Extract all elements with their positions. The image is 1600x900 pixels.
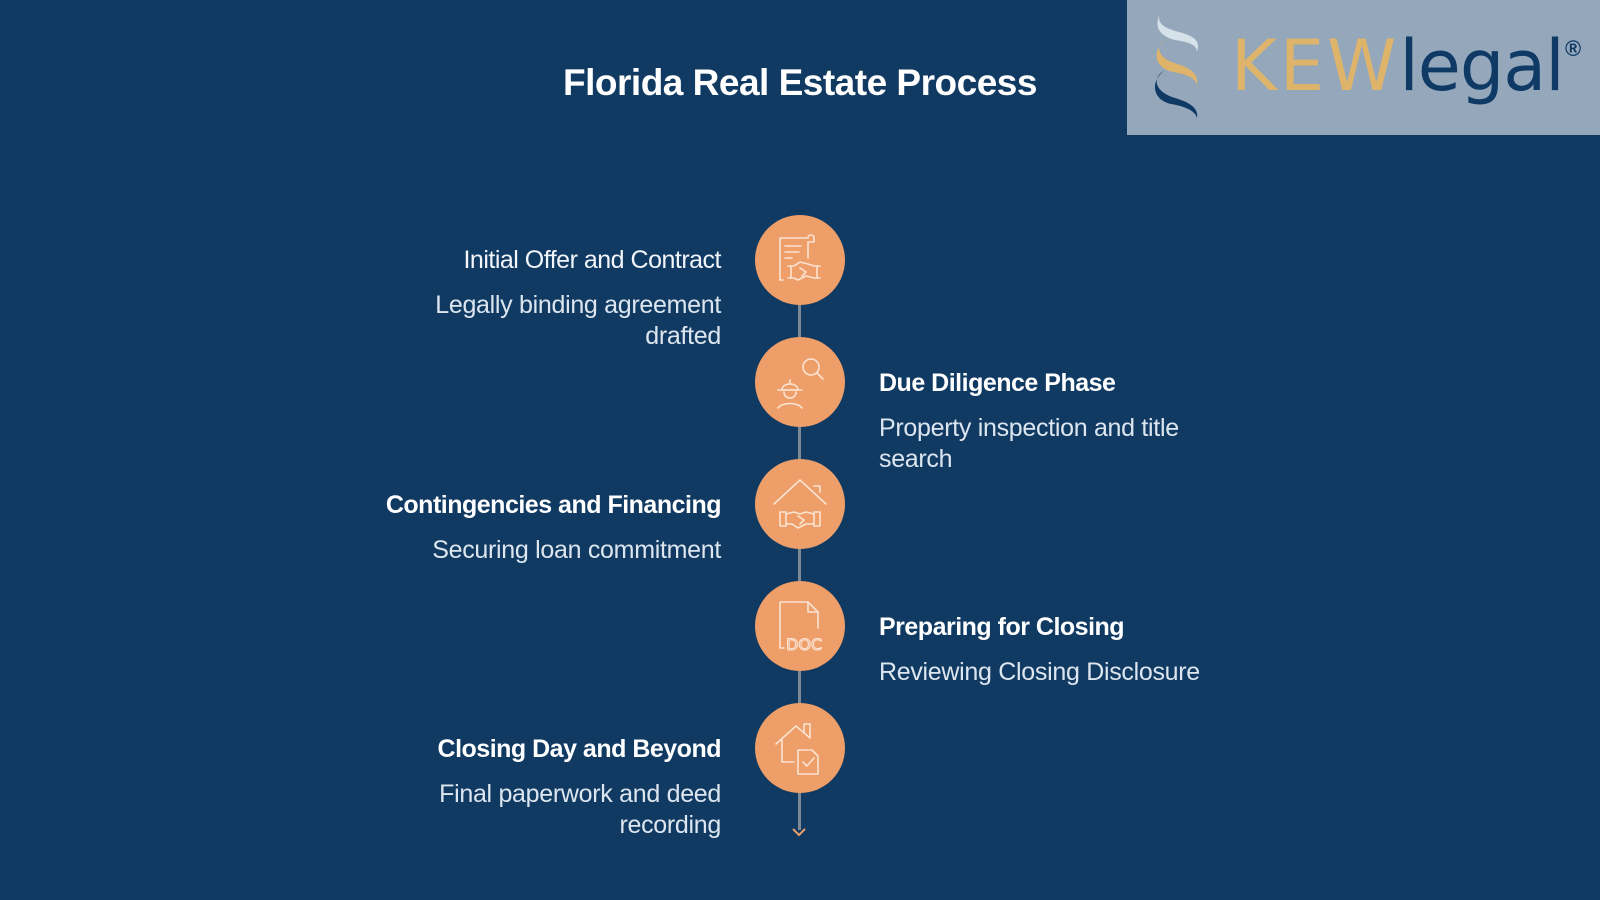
step-1-node <box>755 215 845 305</box>
page-title: Florida Real Estate Process <box>563 62 1037 103</box>
logo-wordmark: KEWlegal <box>1231 25 1565 107</box>
wave-emblem-icon <box>1154 12 1199 118</box>
step-title: Initial Offer and Contract <box>463 246 721 274</box>
house-handshake-icon <box>773 479 827 529</box>
step-1: Initial Offer and Contract Legally bindi… <box>361 245 721 352</box>
step-4: Preparing for Closing Reviewing Closing … <box>879 612 1239 688</box>
step-3: Contingencies and Financing Securing loa… <box>361 490 722 566</box>
timeline-connector <box>798 300 801 830</box>
registered-mark: ® <box>1565 36 1582 61</box>
doc-file-icon: DOC <box>779 601 823 655</box>
step-title: Preparing for Closing <box>879 613 1125 641</box>
step-title: Due Diligence Phase <box>879 369 1116 397</box>
step-2: Due Diligence Phase Property inspection … <box>879 368 1239 475</box>
step-3-node <box>755 459 845 549</box>
house-document-check-icon <box>775 723 819 775</box>
step-description: Securing loan commitment <box>432 536 721 564</box>
step-description: Reviewing Closing Disclosure <box>879 658 1200 686</box>
contract-handshake-icon <box>779 234 821 281</box>
step-title: Contingencies and Financing <box>385 491 722 519</box>
svg-text:DOC: DOC <box>786 635 822 654</box>
kew-legal-logo: KEWlegal ® <box>1127 0 1600 135</box>
step-title: Closing Day and Beyond <box>437 735 722 763</box>
step-description: Final paperwork and deed recording <box>439 780 721 839</box>
arrow-down-icon <box>792 828 806 837</box>
step-5-node <box>755 703 845 793</box>
inspector-search-icon <box>777 358 824 409</box>
step-4-node: DOC <box>755 581 845 671</box>
step-description: Legally binding agreement drafted <box>435 291 721 350</box>
step-2-node <box>755 337 845 427</box>
step-description: Property inspection and title search <box>879 414 1179 473</box>
step-5: Closing Day and Beyond Final paperwork a… <box>361 734 722 841</box>
